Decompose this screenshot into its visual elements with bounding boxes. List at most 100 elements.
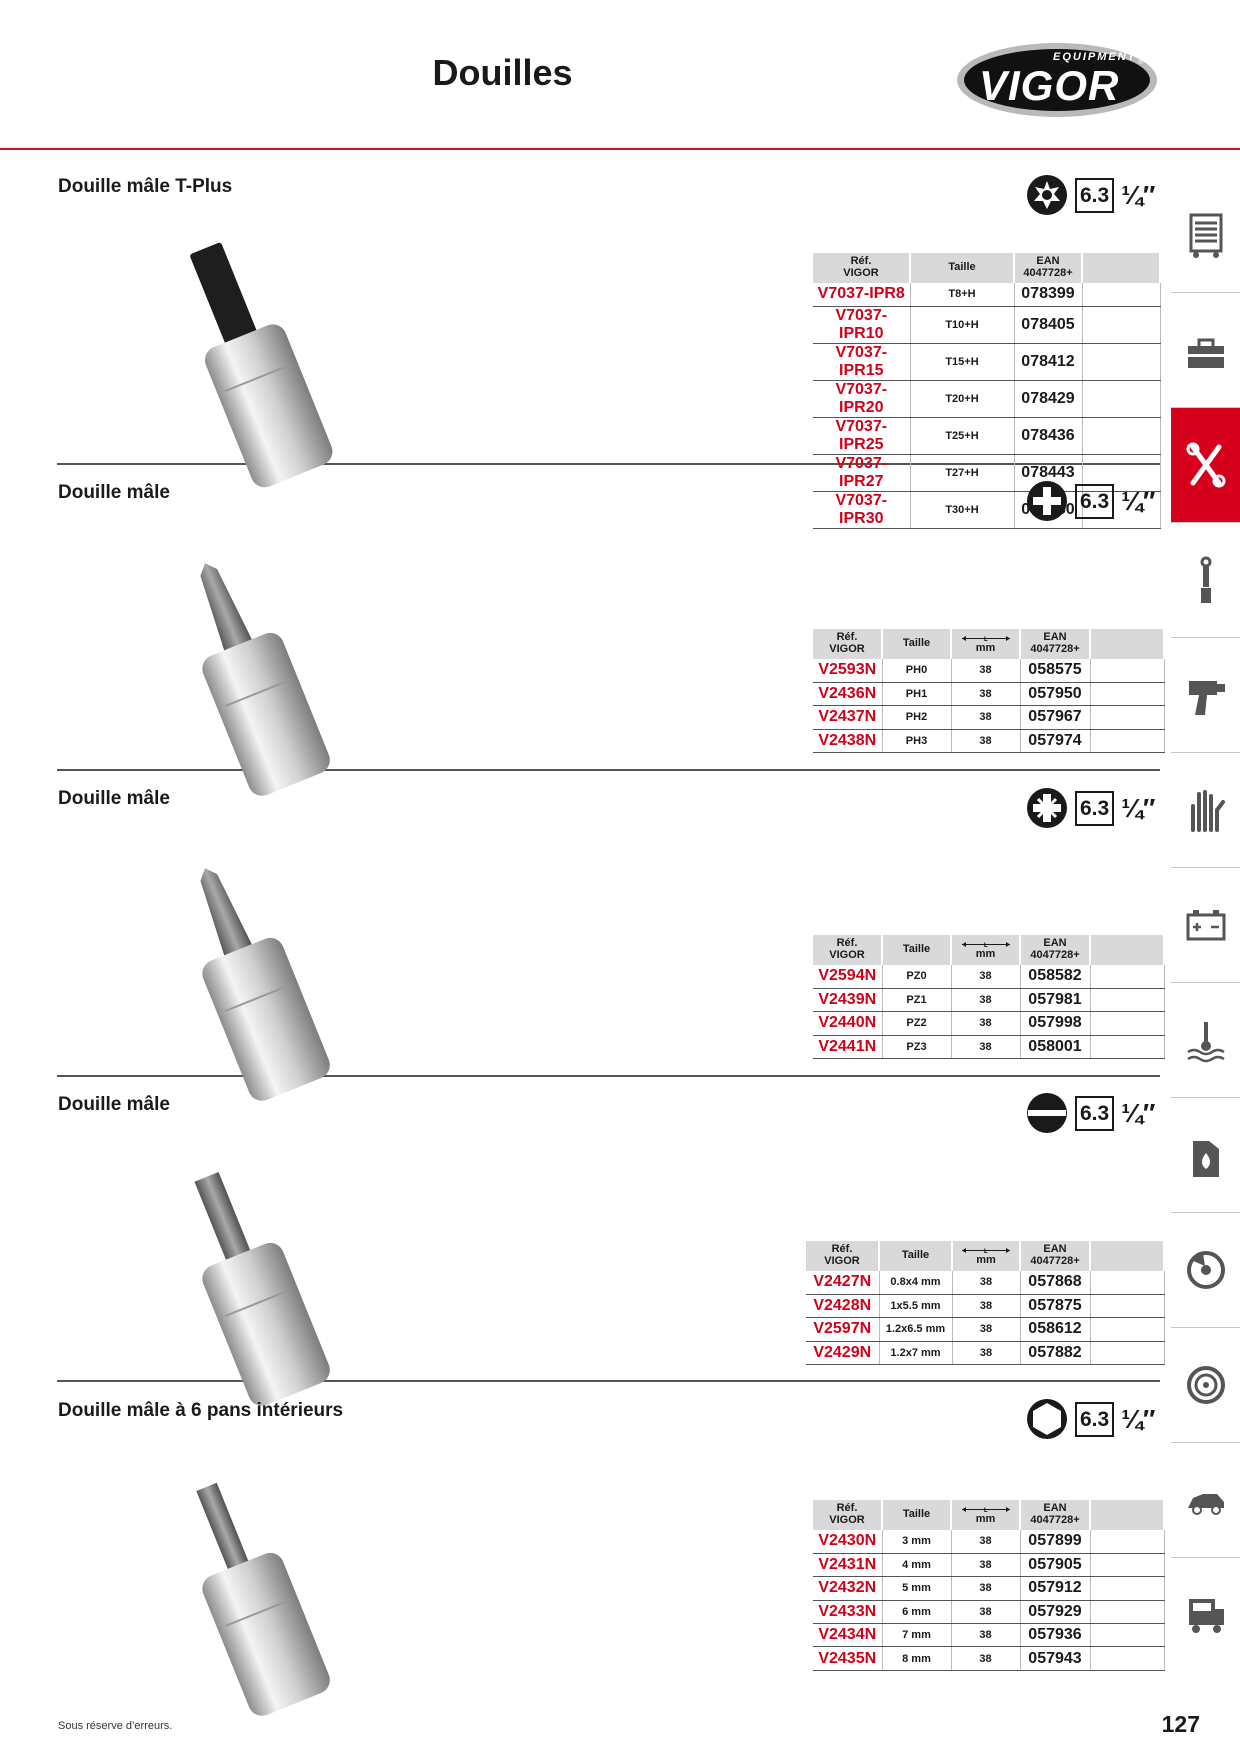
sidebar-item-car-body[interactable] bbox=[1171, 1442, 1240, 1557]
section-divider bbox=[57, 1380, 1160, 1382]
header-ref: Réf.VIGOR bbox=[813, 1500, 883, 1530]
logo-top-text: EQUIPMENT bbox=[1053, 51, 1136, 63]
torque-wrench-icon bbox=[1200, 556, 1211, 603]
footer-note: Sous réserve d’erreurs. bbox=[58, 1720, 173, 1732]
size-box: 6.3 bbox=[1075, 1095, 1115, 1131]
section-title: Douille mâle à 6 pans intérieurs bbox=[58, 1400, 344, 1421]
sidebar-item-pneumatic[interactable] bbox=[1171, 637, 1240, 752]
section-title: Douille mâle T-Plus bbox=[58, 176, 233, 197]
logo-brand: VIGOR bbox=[979, 62, 1119, 109]
drive-size: ¼″ bbox=[1121, 792, 1156, 823]
product-image bbox=[190, 242, 333, 488]
section-title: Douille mâle bbox=[58, 1094, 170, 1115]
drive-icons: 6.3 ¼″ bbox=[1026, 1091, 1155, 1135]
wheel-icon bbox=[1186, 1366, 1225, 1404]
product-image bbox=[200, 868, 330, 1101]
pozidriv-icon bbox=[1027, 788, 1067, 828]
drive-size: ¼″ bbox=[1121, 485, 1156, 516]
drive-icons: 6.3 ¼″ bbox=[1026, 1397, 1155, 1441]
sidebar-item-brakes[interactable] bbox=[1171, 1212, 1240, 1327]
header-size: Taille bbox=[910, 253, 1015, 283]
car-body-icon bbox=[1187, 1494, 1224, 1515]
sidebar-item-oil[interactable] bbox=[1171, 1097, 1240, 1212]
section-divider bbox=[57, 1075, 1160, 1077]
product-image bbox=[200, 563, 330, 796]
category-sidebar bbox=[1171, 177, 1240, 1672]
vigor-logo: EQUIPMENT VIGOR ® bbox=[957, 43, 1157, 117]
coolant-icon bbox=[1186, 1022, 1225, 1063]
drive-size: ¼″ bbox=[1121, 1097, 1156, 1128]
toolbox-icon bbox=[1187, 338, 1224, 368]
tool-cabinet-icon bbox=[1189, 213, 1222, 258]
hexagon-icon bbox=[1027, 1399, 1067, 1439]
svg-text:L: L bbox=[984, 1508, 988, 1514]
torx-plus-icon bbox=[1027, 175, 1067, 215]
page-number: 127 bbox=[1161, 1711, 1200, 1737]
size-box: 6.3 bbox=[1075, 790, 1115, 826]
sidebar-item-gloves[interactable] bbox=[1171, 752, 1240, 867]
product-image bbox=[194, 1172, 330, 1406]
oil-can-icon bbox=[1192, 1141, 1219, 1177]
section-divider bbox=[57, 463, 1160, 465]
drive-size: ¼″ bbox=[1121, 179, 1156, 210]
gloves-icon bbox=[1190, 790, 1225, 832]
length-arrow-icon: L bbox=[962, 1247, 1010, 1255]
logo-registered: ® bbox=[1138, 57, 1144, 66]
section-title: Douille mâle bbox=[58, 788, 170, 809]
size-box: 6.3 bbox=[1075, 177, 1115, 213]
sidebar-item-torque[interactable] bbox=[1171, 522, 1240, 637]
header-rule bbox=[0, 148, 1240, 150]
section-divider bbox=[57, 769, 1160, 771]
sidebar-item-wheels[interactable] bbox=[1171, 1327, 1240, 1442]
header-size: Taille bbox=[882, 935, 952, 965]
header-ref: Réf.VIGOR bbox=[813, 253, 911, 283]
sidebar-item-trucks[interactable] bbox=[1171, 1557, 1240, 1672]
header-size: Taille bbox=[879, 1241, 953, 1271]
slotted-icon bbox=[1027, 1093, 1067, 1133]
page-title: Douilles bbox=[432, 52, 573, 93]
sidebar-item-hand-tools[interactable] bbox=[1171, 407, 1240, 522]
impact-wrench-icon bbox=[1188, 681, 1225, 715]
sidebar-item-coolant[interactable] bbox=[1171, 982, 1240, 1097]
length-arrow-icon: L bbox=[961, 1506, 1010, 1514]
header-size: Taille bbox=[882, 1500, 952, 1530]
header-ref: Réf.VIGOR bbox=[806, 1241, 880, 1271]
drive-size: ¼″ bbox=[1121, 1403, 1156, 1434]
brake-disc-icon bbox=[1186, 1251, 1225, 1289]
sidebar-item-battery[interactable] bbox=[1171, 867, 1240, 982]
sidebar-item-toolbox[interactable] bbox=[1171, 292, 1240, 407]
length-arrow-icon: L bbox=[961, 941, 1010, 949]
size-box: 6.3 bbox=[1075, 483, 1115, 519]
sidebar-item-tool-cabinet[interactable] bbox=[1171, 177, 1240, 292]
length-arrow-icon: L bbox=[961, 635, 1010, 643]
